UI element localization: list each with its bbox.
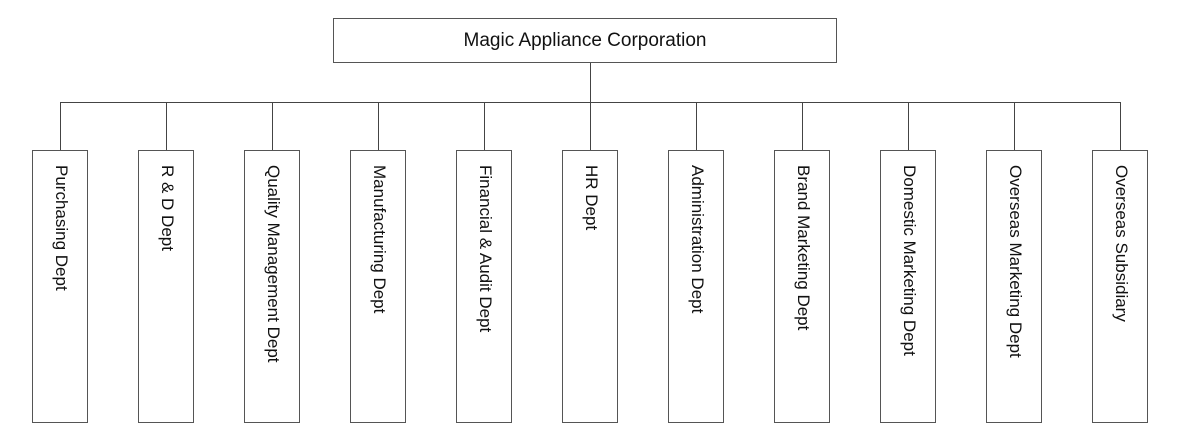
dept-node-overseas-marketing: Overseas Marketing Dept xyxy=(986,150,1042,423)
dept-connector-line xyxy=(696,102,697,150)
dept-connector-line xyxy=(1014,102,1015,150)
dept-connector-line xyxy=(802,102,803,150)
dept-node-label: R & D Dept xyxy=(158,165,177,251)
dept-connector-line xyxy=(908,102,909,150)
dept-node-purchasing: Purchasing Dept xyxy=(32,150,88,423)
dept-connector-line xyxy=(60,102,61,150)
dept-node-manufacturing: Manufacturing Dept xyxy=(350,150,406,423)
dept-node-label: Administration Dept xyxy=(688,165,707,314)
dept-node-label: Domestic Marketing Dept xyxy=(900,165,919,356)
dept-connector-line xyxy=(1120,102,1121,150)
dept-connector-line xyxy=(590,102,591,150)
dept-node-quality-management: Quality Management Dept xyxy=(244,150,300,423)
dept-node-label: Quality Management Dept xyxy=(264,165,283,363)
dept-node-label: Purchasing Dept xyxy=(52,165,71,291)
dept-node-label: Financial & Audit Dept xyxy=(476,165,495,333)
root-connector-line xyxy=(590,63,591,102)
root-node-label: Magic Appliance Corporation xyxy=(463,29,707,51)
dept-node-financial-audit: Financial & Audit Dept xyxy=(456,150,512,423)
dept-node-label: Overseas Subsidiary xyxy=(1112,165,1131,322)
dept-connector-line xyxy=(378,102,379,150)
dept-connector-line xyxy=(272,102,273,150)
dept-node-brand-marketing: Brand Marketing Dept xyxy=(774,150,830,423)
dept-node-hr: HR Dept xyxy=(562,150,618,423)
dept-node-administration: Administration Dept xyxy=(668,150,724,423)
dept-node-label: Overseas Marketing Dept xyxy=(1006,165,1025,358)
dept-connector-line xyxy=(166,102,167,150)
dept-node-overseas-subsidiary: Overseas Subsidiary xyxy=(1092,150,1148,423)
dept-node-label: HR Dept xyxy=(582,165,601,231)
dept-connector-line xyxy=(484,102,485,150)
dept-node-label: Manufacturing Dept xyxy=(370,165,389,314)
dept-node-rnd: R & D Dept xyxy=(138,150,194,423)
dept-node-domestic-marketing: Domestic Marketing Dept xyxy=(880,150,936,423)
root-node: Magic Appliance Corporation xyxy=(333,18,837,63)
dept-node-label: Brand Marketing Dept xyxy=(794,165,813,331)
